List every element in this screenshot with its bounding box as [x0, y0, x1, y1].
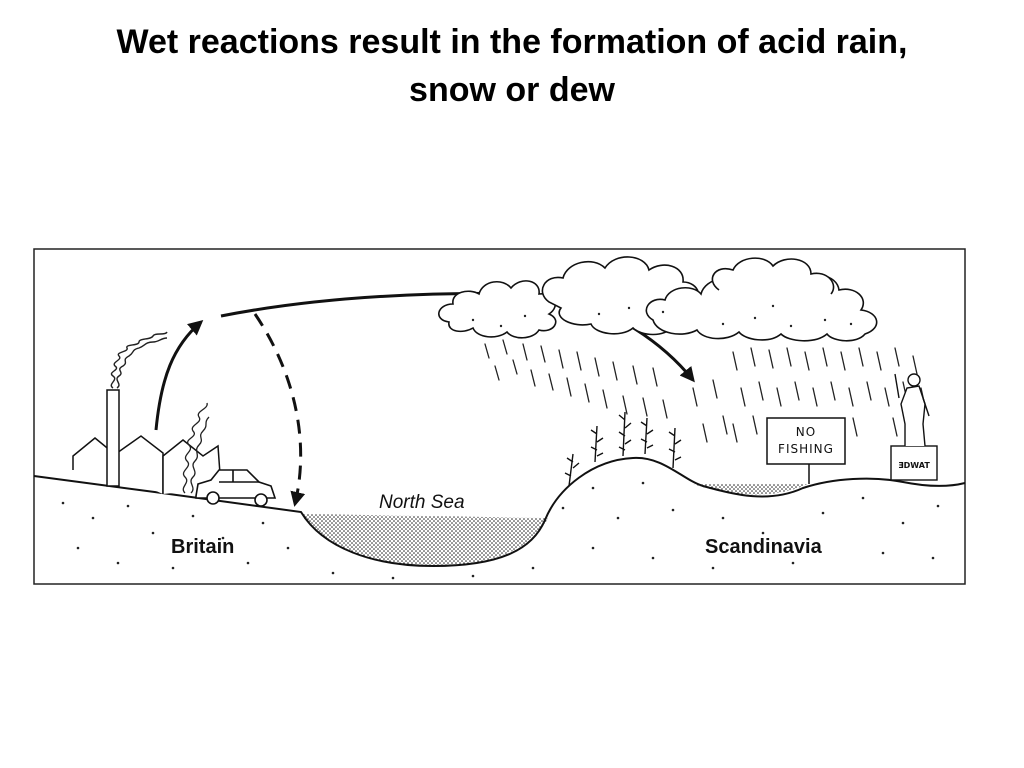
sign-text-no: NO	[796, 425, 816, 439]
statue-icon	[890, 373, 938, 481]
rain-icon	[484, 339, 926, 443]
sign-text-fishing: FISHING	[778, 442, 834, 456]
statue-plaque: ƎDWAT	[898, 461, 930, 470]
scandinavia-label: Scandinavia	[705, 536, 823, 558]
cloud-dots	[471, 304, 853, 328]
ground-stipple	[61, 481, 940, 580]
dry-deposition-arrow	[253, 313, 306, 507]
sign-icon	[766, 417, 846, 484]
ground-line	[33, 456, 966, 568]
north-sea-label: North Sea	[379, 492, 465, 513]
britain-label: Britain	[171, 536, 234, 558]
chimney-smoke	[110, 331, 168, 389]
exhaust-smoke	[182, 402, 210, 494]
pine-tree-icon	[564, 411, 682, 487]
rise-arrow	[154, 320, 204, 431]
title-line-2: snow or dew	[409, 71, 615, 109]
acid-rain-diagram: NO FISHING ƎDWAT Britain North Sea Scand…	[33, 248, 966, 586]
title-line-1: Wet reactions result in the formation of…	[116, 23, 908, 61]
lake-water	[693, 484, 808, 495]
slide-title: Wet reactions result in the formation of…	[40, 18, 984, 114]
car-icon	[195, 469, 277, 507]
cloud-icon	[438, 256, 878, 342]
factory-icon	[72, 389, 222, 494]
north-sea-water	[301, 514, 548, 566]
